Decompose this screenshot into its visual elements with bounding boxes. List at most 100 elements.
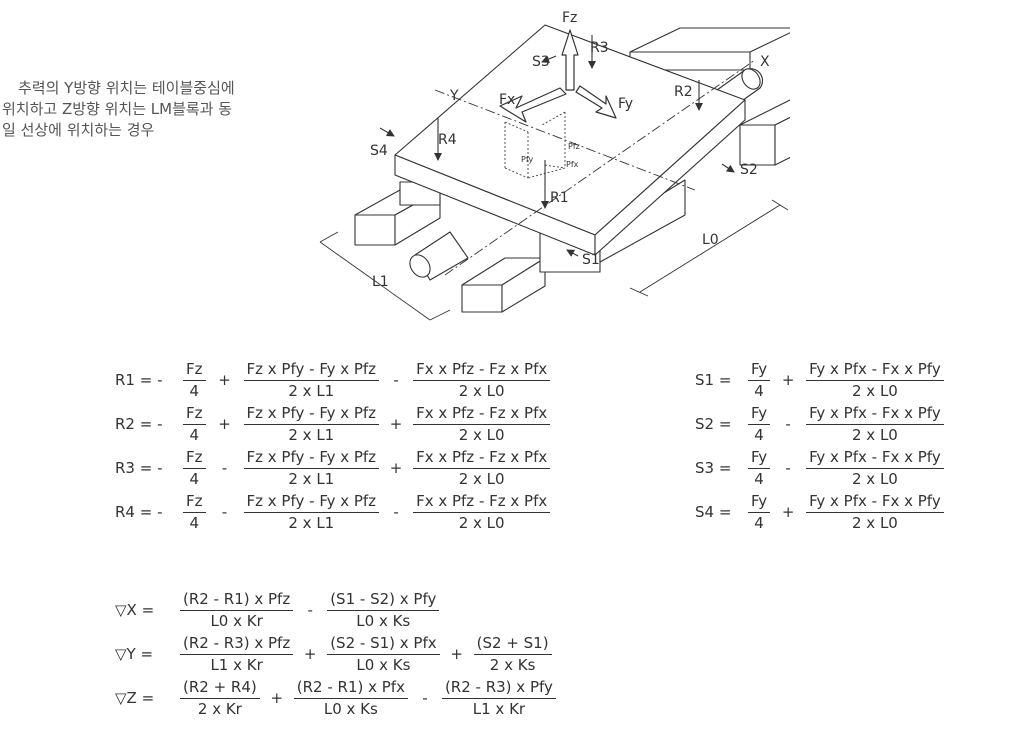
- fy-arrow: [575, 85, 617, 119]
- shaft-front: [409, 231, 469, 281]
- eq-lhs: ▽Z =: [115, 689, 155, 707]
- pfz-label: Pfz: [568, 142, 580, 151]
- operator: -: [393, 503, 399, 521]
- operator: +: [450, 645, 463, 663]
- s3-label: S3: [532, 54, 550, 70]
- eq-lhs: S3 =: [695, 459, 732, 477]
- eq-lhs: S1 =: [695, 371, 732, 389]
- operator: +: [218, 415, 231, 433]
- operator: +: [781, 503, 795, 521]
- fz-label: Fz: [562, 10, 577, 26]
- fraction: (S2 + S1)2 x Ks: [473, 634, 552, 675]
- note-line: 일 선상에 위치하는 경우: [2, 121, 155, 139]
- s4-label: S4: [370, 143, 388, 159]
- s4-arrow: [379, 127, 395, 137]
- projection-box: [504, 111, 566, 179]
- l1-dimension: [319, 241, 431, 321]
- l0-label: L0: [702, 232, 719, 248]
- operator: -: [785, 459, 791, 477]
- l0-dimension: [639, 204, 781, 293]
- pfy-label: Pfy: [521, 155, 534, 164]
- eq-lhs: ▽X =: [115, 601, 155, 619]
- operator: -: [307, 601, 313, 619]
- l1-label: L1: [372, 274, 389, 290]
- r4-label: R4: [438, 132, 457, 148]
- eq-lhs: R3 = -: [115, 459, 163, 477]
- operator: -: [422, 689, 428, 707]
- operator: -: [785, 415, 791, 433]
- operator: +: [781, 371, 795, 389]
- r2-label: R2: [674, 84, 693, 100]
- operator: -: [221, 459, 228, 477]
- eq-lhs: S2 =: [695, 415, 732, 433]
- y-label: Y: [449, 88, 459, 104]
- rail-right: [739, 99, 790, 166]
- r3-label: R3: [590, 40, 609, 56]
- s1-arrow: [566, 249, 579, 257]
- fx-label: Fx: [499, 92, 515, 108]
- fx-arrow: [499, 87, 567, 123]
- s3-arrow: [541, 55, 557, 63]
- rail-back-right: [629, 27, 790, 71]
- operator: +: [303, 645, 317, 663]
- note-line: 위치하고 Z방향 위치는 LM블록과 동: [2, 100, 233, 118]
- x-label: X: [760, 54, 770, 70]
- eq-lhs: S4 =: [695, 503, 732, 521]
- operator: -: [393, 371, 399, 389]
- pfx-label: Pfx: [566, 160, 579, 169]
- operator: +: [218, 371, 231, 389]
- eq-lhs: R2 = -: [115, 415, 163, 433]
- operator: +: [389, 415, 403, 433]
- fy-label: Fy: [618, 96, 633, 112]
- fz-arrow: [561, 29, 579, 91]
- operator: -: [221, 503, 228, 521]
- operator: +: [389, 459, 403, 477]
- eq-lhs: R1 = -: [115, 371, 163, 389]
- operator: +: [270, 689, 284, 707]
- fraction: (R2 + R4)2 x Kr: [180, 678, 260, 719]
- s1-label: S1: [582, 252, 600, 268]
- table: [394, 24, 746, 256]
- lm-table-diagram: Fz Fx Fy R3 R2 R4 R1 S3 S4 S2 S1 X Y L0 …: [319, 10, 790, 321]
- eq-lhs: R4 = -: [115, 503, 163, 521]
- x-axis-centerline: [444, 59, 756, 276]
- r1-label: R1: [550, 190, 569, 206]
- s2-arrow: [721, 163, 735, 173]
- s2-label: S2: [740, 162, 758, 178]
